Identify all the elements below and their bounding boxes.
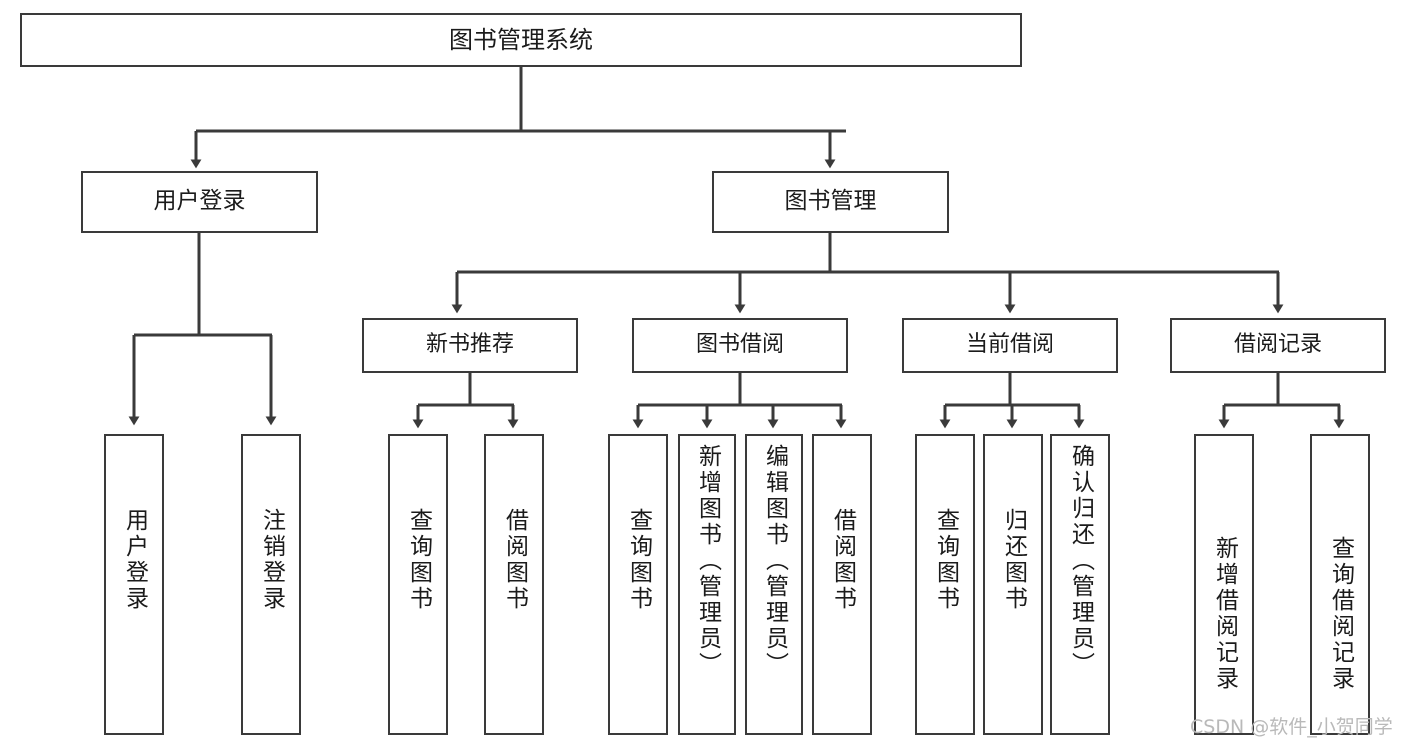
leaf-query-book-1[interactable]: 查询图书 bbox=[388, 434, 448, 735]
node-user-login-label: 用户登录 bbox=[153, 188, 246, 215]
leaf-add-book[interactable]: 新增图书（管理员） bbox=[678, 434, 736, 735]
node-book-management[interactable]: 图书管理 bbox=[712, 171, 949, 233]
leaf-borrow-book-2-label: 借阅图书 bbox=[829, 508, 856, 612]
leaf-query-book-3[interactable]: 查询图书 bbox=[915, 434, 975, 735]
node-book-borrow-label: 图书借阅 bbox=[695, 332, 784, 358]
node-book-borrow[interactable]: 图书借阅 bbox=[632, 318, 848, 373]
node-borrow-record[interactable]: 借阅记录 bbox=[1170, 318, 1386, 373]
leaf-add-borrow-record[interactable]: 新增借阅记录 bbox=[1194, 434, 1254, 735]
leaf-return-book-label: 归还图书 bbox=[1000, 508, 1027, 612]
leaf-edit-book-label: 编辑图书（管理员） bbox=[761, 444, 788, 678]
leaf-confirm-return-label: 确认归还（管理员） bbox=[1067, 444, 1094, 678]
leaf-borrow-book-1-label: 借阅图书 bbox=[501, 508, 528, 612]
leaf-confirm-return[interactable]: 确认归还（管理员） bbox=[1050, 434, 1110, 735]
leaf-borrow-book-1[interactable]: 借阅图书 bbox=[484, 434, 544, 735]
leaf-logout-login[interactable]: 注销登录 bbox=[241, 434, 301, 735]
leaf-user-login[interactable]: 用户登录 bbox=[104, 434, 164, 735]
leaf-return-book[interactable]: 归还图书 bbox=[983, 434, 1043, 735]
leaf-edit-book[interactable]: 编辑图书（管理员） bbox=[745, 434, 803, 735]
leaf-borrow-book-2[interactable]: 借阅图书 bbox=[812, 434, 872, 735]
node-root-label: 图书管理系统 bbox=[449, 25, 593, 54]
node-user-login[interactable]: 用户登录 bbox=[81, 171, 318, 233]
node-current-borrow-label: 当前借阅 bbox=[965, 332, 1054, 358]
node-new-book-recommend-label: 新书推荐 bbox=[425, 332, 514, 358]
leaf-query-borrow-record-label: 查询借阅记录 bbox=[1327, 536, 1354, 692]
node-book-management-label: 图书管理 bbox=[784, 188, 877, 215]
leaf-user-login-label: 用户登录 bbox=[121, 508, 148, 612]
node-current-borrow[interactable]: 当前借阅 bbox=[902, 318, 1118, 373]
leaf-query-book-2-label: 查询图书 bbox=[625, 508, 652, 612]
leaf-query-book-3-label: 查询图书 bbox=[932, 508, 959, 612]
leaf-add-borrow-record-label: 新增借阅记录 bbox=[1211, 536, 1238, 692]
node-root-system[interactable]: 图书管理系统 bbox=[20, 13, 1022, 67]
leaf-add-book-label: 新增图书（管理员） bbox=[694, 444, 721, 678]
node-new-book-recommend[interactable]: 新书推荐 bbox=[362, 318, 578, 373]
node-borrow-record-label: 借阅记录 bbox=[1233, 332, 1322, 358]
leaf-query-book-1-label: 查询图书 bbox=[405, 508, 432, 612]
leaf-query-book-2[interactable]: 查询图书 bbox=[608, 434, 668, 735]
leaf-query-borrow-record[interactable]: 查询借阅记录 bbox=[1310, 434, 1370, 735]
csdn-watermark: CSDN @软件_小贺同学 bbox=[1190, 716, 1393, 738]
leaf-logout-login-label: 注销登录 bbox=[258, 508, 285, 612]
